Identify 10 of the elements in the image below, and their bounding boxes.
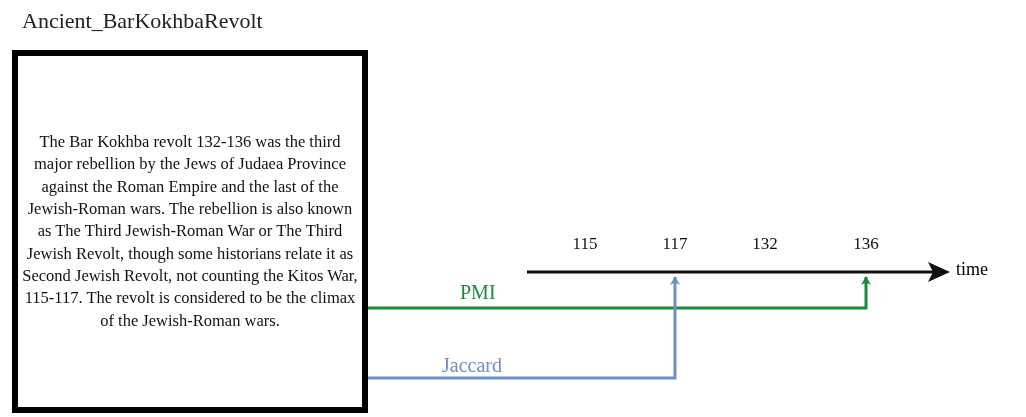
text-box xyxy=(12,50,368,413)
diagram-title: Ancient_BarKokhbaRevolt xyxy=(22,8,263,34)
year-label: 136 xyxy=(841,234,891,276)
year-label: 115 xyxy=(560,234,610,276)
description-text: The Bar Kokhba revolt 132-136 was the third major rebellion by the Jews of Judaea Province against the Roman Empire and the last of the Jewish-Roman wars. The rebellion is also known as The Third Jewish-Roman War or The Third Jewish Revolt, though some historians relate it as Second Jewish Revolt, not counting the Kitos War, 115-117. The revolt is considered to be the climax of the Jewish-Roman wars. xyxy=(21,131,359,332)
year-label: 132 xyxy=(740,234,790,276)
arrow xyxy=(368,276,871,310)
arrow xyxy=(368,276,680,380)
axis-label: time xyxy=(956,259,988,280)
year-label: 117 xyxy=(650,234,700,276)
